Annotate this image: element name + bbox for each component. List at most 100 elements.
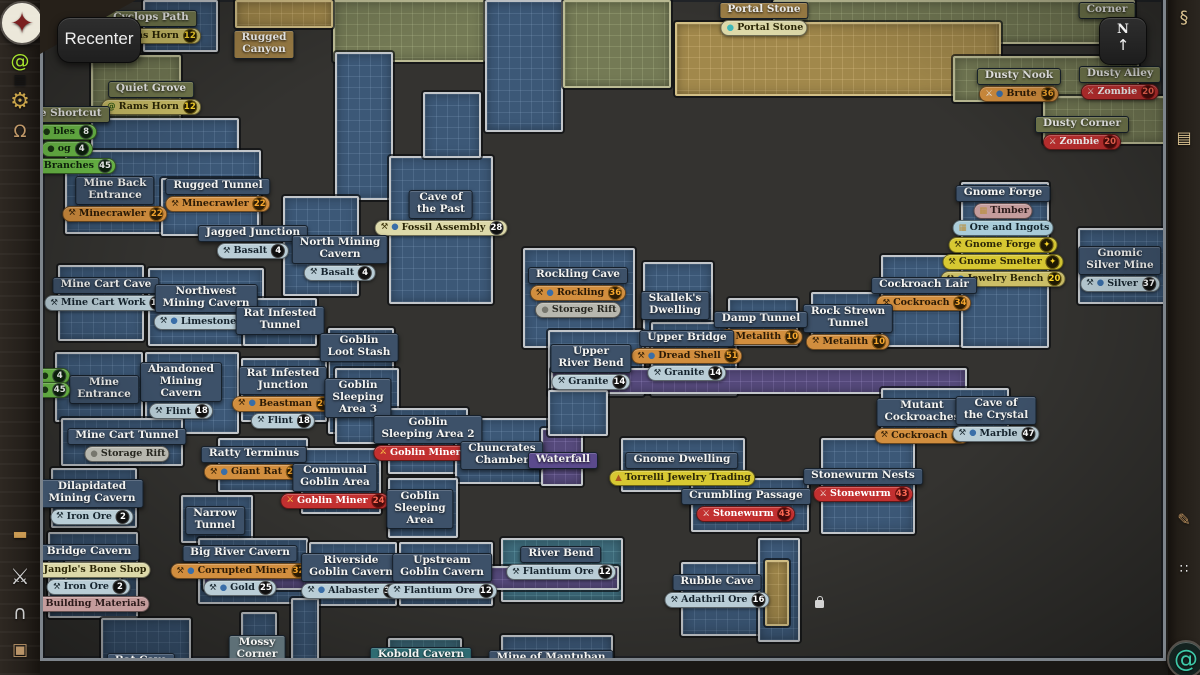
location-label[interactable]: Mine Cart Tunnel — [67, 428, 187, 445]
location-label[interactable]: Dusty Nook — [976, 68, 1062, 85]
map-location-mine-cart-tunnel: Mine Cart Tunnel●Storage Rift — [67, 428, 187, 462]
tag-icon: ⚒ — [637, 350, 645, 361]
location-label[interactable]: Waterfall — [527, 452, 599, 469]
location-label[interactable]: Rugged Tunnel — [165, 178, 271, 195]
location-label[interactable]: Jagged Junction — [197, 225, 309, 242]
location-label[interactable]: Portal Stone — [719, 2, 809, 19]
map-region-purple — [551, 368, 967, 394]
tag-icon: ⚒ — [237, 398, 246, 409]
tag-icon: ⚒ — [171, 198, 179, 209]
paw-icon[interactable]: ∷ — [1179, 561, 1189, 577]
gear-icon[interactable]: ⚙ — [10, 88, 30, 114]
level-badge: 12 — [182, 28, 197, 43]
tag-label: Cockroach — [891, 430, 948, 441]
location-label[interactable]: Ratty Terminus — [200, 446, 308, 463]
tag-label: Zombie — [1059, 136, 1100, 148]
map-location-gnome-forge: Gnome Forge▦Timber▦Ore and Ingots⚒Gnome … — [940, 185, 1066, 287]
location-label[interactable]: Gnome Forge — [955, 185, 1051, 202]
tag-label: Timber — [990, 205, 1029, 217]
location-label[interactable]: Dusty Alley — [1078, 66, 1162, 83]
map-region-blue — [101, 618, 191, 658]
location-label[interactable]: Upper Bridge — [639, 330, 735, 347]
backpack-icon[interactable]: ▣ — [11, 640, 29, 660]
spiral-button[interactable]: @ — [1167, 640, 1200, 675]
tag-label: Goblin Miner — [390, 447, 461, 458]
map-region-blue — [291, 598, 319, 658]
location-label[interactable]: de Shortcut — [43, 106, 110, 123]
location-label[interactable]: Gnome Dwelling — [625, 452, 739, 469]
location-label[interactable]: Quiet Grove — [107, 81, 195, 98]
level-badge: 18 — [296, 413, 311, 428]
recenter-button[interactable]: Recenter — [57, 17, 141, 63]
grid-icon[interactable]: ▦ — [13, 72, 27, 88]
location-label[interactable]: Damp Tunnel — [713, 311, 809, 328]
belt-icon[interactable]: ▬ — [12, 523, 28, 543]
location-label[interactable]: Rockling Cave — [528, 267, 628, 284]
pot-icon[interactable]: Ω — [13, 122, 27, 142]
tag-icon: ▲ — [615, 472, 622, 483]
map-canvas[interactable]: Cyclops Path@Rams Horn12RuggedCanyonPort… — [40, 0, 1166, 661]
swords-icon[interactable]: ⚔ — [10, 564, 30, 590]
location-label[interactable]: Mine of Mantuban — [488, 650, 614, 658]
feather-icon[interactable]: ✎ — [1177, 509, 1191, 529]
tag-icon: ⚒ — [176, 565, 185, 576]
location-label[interactable]: Bat Cave — [106, 653, 176, 658]
helmet-icon[interactable]: ∩ — [13, 602, 27, 624]
location-label[interactable]: Cockroach Lair — [871, 277, 977, 294]
compass-icon[interactable]: ✦ — [0, 1, 44, 45]
location-label[interactable]: Stonewurm Nests — [803, 468, 923, 485]
location-label[interactable]: Dusty Corner — [1035, 116, 1129, 133]
location-label[interactable]: Kobold Cavern — [369, 647, 473, 658]
location-label[interactable]: Big River Cavern — [182, 545, 298, 562]
tag-icon: ● — [317, 585, 326, 596]
tag-icon: ⚒ — [50, 297, 58, 308]
tag-icon: ⚒ — [811, 336, 820, 347]
location-label[interactable]: Bridge Cavern — [43, 544, 140, 561]
spiral-icon[interactable]: @ — [10, 50, 30, 72]
location-label[interactable]: River Bend — [520, 546, 602, 563]
tag-icon: ● — [219, 582, 228, 593]
tag-icon: ● — [41, 370, 49, 381]
location-label[interactable]: Mine Cart Cave — [52, 277, 160, 294]
clipboard-icon[interactable]: ▤ — [1176, 127, 1192, 147]
tag-label: Metalith — [735, 331, 782, 343]
tag-icon: ⚔ — [1086, 86, 1095, 97]
location-label[interactable]: Rubble Cave — [672, 574, 762, 591]
compass-north-button[interactable]: N ↑ — [1099, 17, 1147, 65]
resource-tag: ●Storage Rift — [535, 301, 621, 318]
scroll-icon[interactable]: § — [1179, 8, 1189, 28]
level-badge: 2 — [112, 579, 127, 594]
tag-icon: ● — [248, 398, 256, 409]
tag-icon: ⚒ — [222, 245, 231, 256]
location-label[interactable]: Crumbling Passage — [681, 488, 811, 505]
